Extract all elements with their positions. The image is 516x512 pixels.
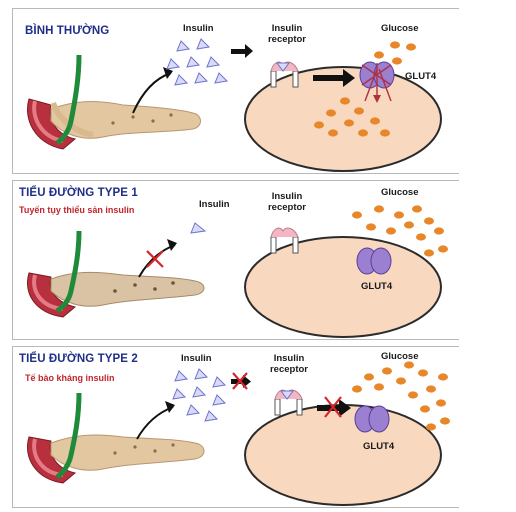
panel-title: TIỂU ĐƯỜNG TYPE 2 <box>19 353 138 365</box>
insulin-molecules <box>172 368 227 422</box>
glut4-transporter <box>359 61 395 103</box>
glucose-label: Glucose <box>381 351 419 362</box>
block-cross <box>231 372 251 390</box>
panel-normal: BÌNH THƯỜNG Insulin Insulin receptor Glu… <box>12 8 459 174</box>
receptor-label-line-1: Insulin <box>273 353 305 364</box>
signal-arrow <box>313 69 355 87</box>
cell <box>244 404 442 506</box>
insulin-receptor <box>270 61 299 88</box>
panel-title: TIỂU ĐƯỜNG TYPE 1 <box>19 187 138 199</box>
block-cross <box>146 250 164 268</box>
insulin-receptor <box>270 227 299 254</box>
glucose-label: Glucose <box>381 187 419 198</box>
insulin-molecules <box>166 38 229 86</box>
secretion-arrow <box>136 406 174 440</box>
cell <box>244 66 442 172</box>
glut4-transporter <box>356 247 392 275</box>
pancreas <box>27 230 205 318</box>
insulin-label: Insulin <box>199 199 230 210</box>
pancreas <box>27 54 201 150</box>
receptor-label: Insulin receptor <box>259 353 319 375</box>
panel-type1: TIỂU ĐƯỜNG TYPE 1 Tuyến tụy thiểu sản in… <box>12 180 459 340</box>
glut4-transporter <box>354 405 390 433</box>
panel-type2: TIỂU ĐƯỜNG TYPE 2 Tế bào kháng insulin I… <box>12 346 459 508</box>
receptor-label-line-1: Insulin <box>271 191 303 202</box>
glut4-label: GLUT4 <box>363 441 395 452</box>
insulin-label: Insulin <box>181 353 212 364</box>
panel-type1-illustration <box>27 205 448 338</box>
glut4-label: GLUT4 <box>361 281 393 292</box>
receptor-label-line-1: Insulin <box>271 23 303 34</box>
receptor-label-line-2: receptor <box>269 364 308 375</box>
receptor-label-line-2: receptor <box>267 34 306 45</box>
insulin-to-receptor-arrow <box>231 44 253 58</box>
panel-type2-illustration <box>27 361 450 506</box>
panel-normal-illustration <box>27 38 442 172</box>
panel-subtitle: Tế bào kháng insulin <box>25 373 115 383</box>
panel-subtitle: Tuyến tụy thiểu sản insulin <box>19 205 135 215</box>
insulin-molecules <box>190 222 207 234</box>
glut4-label: GLUT4 <box>405 71 437 82</box>
cell <box>244 236 442 338</box>
glucose-molecules <box>352 205 448 257</box>
insulin-receptor <box>274 389 303 416</box>
pancreas <box>27 392 205 484</box>
receptor-label: Insulin receptor <box>257 191 317 213</box>
insulin-label: Insulin <box>183 23 214 34</box>
glucose-label: Glucose <box>381 23 419 34</box>
glucose-molecules <box>352 361 450 431</box>
receptor-label-line-2: receptor <box>267 202 306 213</box>
signal-arrow <box>317 396 351 418</box>
receptor-label: Insulin receptor <box>257 23 317 45</box>
glucose-molecules <box>314 41 416 137</box>
panel-title: BÌNH THƯỜNG <box>25 25 110 37</box>
